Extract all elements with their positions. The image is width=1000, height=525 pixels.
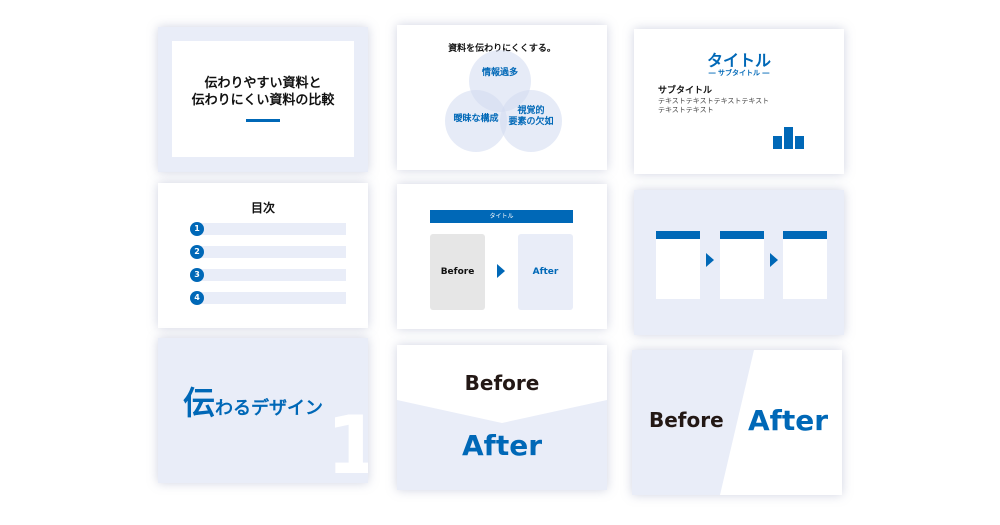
venn-label-right-2: 要素の欠如 (508, 117, 554, 127)
arrow-right-icon (706, 253, 714, 267)
chart-icon-bar (773, 136, 782, 149)
section-heading: サブタイトル (658, 86, 713, 96)
title-big-char: 伝 (183, 384, 216, 422)
title-line-1: 伝わりやすい資料と (204, 76, 322, 91)
toc-number: 4 (190, 291, 204, 305)
body-text: テキストテキストテキストテキストテキストテキスト (658, 97, 769, 115)
venn-label-top: 情報過多 (481, 68, 518, 78)
slide-venn[interactable]: 資料を伝わりにくくする。 情報過多 曖昧な構成 視覚的要素の欠如 (397, 25, 607, 170)
process-box (783, 231, 827, 299)
diagonal-split (720, 350, 842, 495)
slide-process-flow[interactable] (634, 190, 844, 335)
slide-title: 伝わりやすい資料と 伝わりにくい資料の比較 (172, 75, 354, 109)
before-box: Before (430, 234, 485, 310)
after-label: After (461, 429, 543, 462)
body-line-1: テキストテキストテキストテキスト (658, 97, 770, 105)
process-box (656, 231, 700, 299)
slide-before-after-boxes[interactable]: タイトル Before After (397, 184, 607, 329)
toc-bar (200, 246, 346, 258)
title-underline (246, 119, 280, 122)
before-label: Before (649, 408, 724, 432)
slide-before-after-split[interactable]: Before After (632, 350, 842, 495)
chart-icon-bar (784, 127, 793, 149)
venn-label-left: 曖昧な構成 (453, 114, 499, 124)
body-line-2: テキストテキスト (658, 106, 714, 114)
venn-label-right: 視覚的要素の欠如 (500, 106, 562, 128)
toc-bar (200, 223, 346, 235)
chapter-number: 1 (326, 399, 368, 484)
process-box (720, 231, 764, 299)
venn-circle-left (445, 90, 507, 152)
toc-number: 1 (190, 222, 204, 236)
slide-before-after-vertical[interactable]: Before After (397, 345, 607, 490)
arrow-right-icon (497, 264, 505, 278)
venn-circle-right (500, 90, 562, 152)
toc-number: 2 (190, 245, 204, 259)
chevron-background (397, 400, 607, 490)
slide-title: 伝わるデザイン (183, 378, 323, 424)
slide-title-comparison[interactable]: 伝わりやすい資料と 伝わりにくい資料の比較 (158, 27, 368, 172)
toc-number: 3 (190, 268, 204, 282)
title-line-2: 伝わりにくい資料の比較 (191, 93, 335, 108)
slide-title: 資料を伝わりにくくする。 (448, 44, 556, 54)
slide-title: タイトル (706, 51, 771, 70)
arrow-right-icon (770, 253, 778, 267)
after-label: After (748, 404, 829, 437)
slide-title: 目次 (250, 201, 275, 215)
slide-design-chapter[interactable]: 伝わるデザイン 1 (158, 338, 368, 483)
slide-title-template[interactable]: タイトル ― サブタイトル ― サブタイトル テキストテキストテキストテキストテ… (634, 29, 844, 174)
chart-icon-bar (795, 136, 804, 149)
title-panel: 伝わりやすい資料と 伝わりにくい資料の比較 (172, 41, 354, 157)
toc-bar (200, 292, 346, 304)
slide-subtitle: ― サブタイトル ― (708, 69, 770, 77)
toc-bar (200, 269, 346, 281)
before-label: Before (464, 371, 540, 395)
header-bar: タイトル (430, 210, 573, 223)
title-rest: わるデザイン (215, 398, 324, 419)
after-box: After (518, 234, 573, 310)
venn-label-right-1: 視覚的 (517, 106, 545, 116)
slide-table-of-contents[interactable]: 目次 1 2 3 4 (158, 183, 368, 328)
